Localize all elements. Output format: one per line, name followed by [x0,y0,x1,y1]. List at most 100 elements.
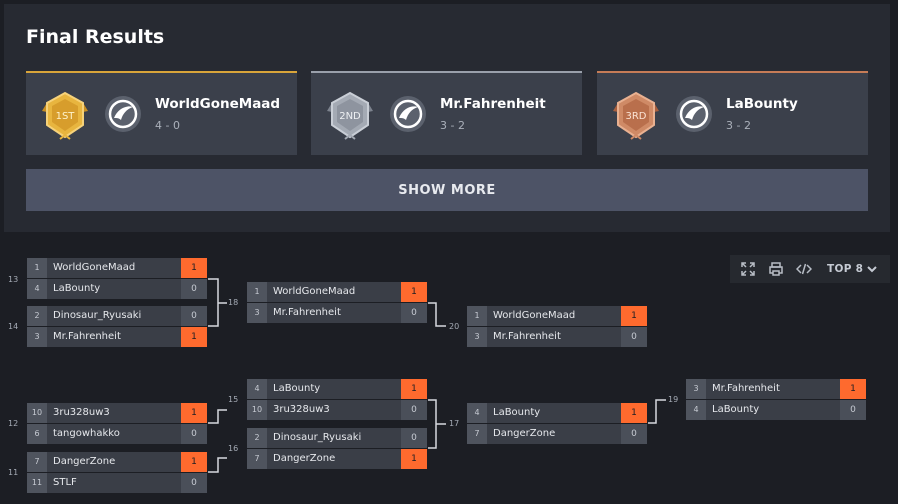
player-name: DangerZone [273,453,336,464]
bracket-match[interactable]: 3 Mr.Fahrenheit 1 4 LaBounty 0 [686,379,866,420]
match-player-row[interactable]: 6 tangowhakko 0 [27,424,207,444]
bracket-match[interactable]: 2 Dinosaur_Ryusaki 0 7 DangerZone 1 [247,428,427,469]
medal-label: 2ND [339,111,361,122]
match-number: 19 [668,395,679,404]
bracket-match[interactable]: 4 LaBounty 1 10 3ru328uw3 0 [247,379,427,420]
seed-number: 7 [247,449,267,469]
match-player-row[interactable]: 1 WorldGoneMaad 1 [27,258,207,278]
player-name: WorldGoneMaad [53,262,136,273]
placement-card-first[interactable]: 1ST WorldGoneMaad 4 - 0 [26,71,297,155]
seed-number: 7 [467,424,487,444]
match-player-row[interactable]: 2 Dinosaur_Ryusaki 0 [247,428,427,448]
player-score: 1 [401,282,427,302]
placement-card-second[interactable]: 2ND Mr.Fahrenheit 3 - 2 [311,71,582,155]
print-icon[interactable] [768,261,784,277]
player-name: Mr.Fahrenheit [493,331,561,342]
match-player-row[interactable]: 3 Mr.Fahrenheit 1 [686,379,866,399]
expand-icon[interactable] [740,261,756,277]
player-score: 0 [181,279,207,299]
match-player-row[interactable]: 4 LaBounty 0 [27,279,207,299]
placement-name[interactable]: WorldGoneMaad [155,96,281,112]
player-name: LaBounty [53,283,101,294]
match-player-row[interactable]: 1 WorldGoneMaad 1 [467,306,647,326]
player-score: 0 [401,428,427,448]
bracket-match[interactable]: 10 3ru328uw3 1 6 tangowhakko 0 [27,403,207,444]
match-player-row[interactable]: 10 3ru328uw3 1 [27,403,207,423]
match-player-row[interactable]: 4 LaBounty 1 [467,403,647,423]
team-logo-icon [105,96,141,132]
placement-score: 4 - 0 [155,119,180,132]
match-number: 13 [8,275,19,284]
bracket-match[interactable]: 7 DangerZone 1 11 STLF 0 [27,452,207,493]
match-player-row[interactable]: 7 DangerZone 0 [467,424,647,444]
match-player-row[interactable]: 3 Mr.Fahrenheit 1 [27,327,207,347]
player-name: tangowhakko [53,428,120,439]
match-number: 12 [8,419,19,428]
team-logo-icon [676,96,712,132]
bracket-match[interactable]: 2 Dinosaur_Ryusaki 0 3 Mr.Fahrenheit 1 [27,306,207,347]
card-accent-bar [311,71,582,73]
player-name: WorldGoneMaad [273,286,356,297]
card-accent-bar [26,71,297,73]
match-player-row[interactable]: 4 LaBounty 0 [686,400,866,420]
bracket-match[interactable]: 4 LaBounty 1 7 DangerZone 0 [467,403,647,444]
bracket-match[interactable]: 1 WorldGoneMaad 1 3 Mr.Fahrenheit 0 [247,282,427,323]
seed-number: 4 [247,379,267,399]
player-score: 0 [840,400,866,420]
seed-number: 2 [27,306,47,326]
chevron-down-icon[interactable] [866,263,878,275]
player-score: 0 [621,327,647,347]
placement-score: 3 - 2 [726,119,751,132]
match-player-row[interactable]: 3 Mr.Fahrenheit 0 [247,303,427,323]
player-name: DangerZone [493,428,556,439]
bracket-match[interactable]: 1 WorldGoneMaad 1 4 LaBounty 0 [27,258,207,299]
seed-number: 3 [247,303,267,323]
show-more-button[interactable]: SHOW MORE [26,169,868,211]
player-score: 0 [621,424,647,444]
card-accent-bar [597,71,868,73]
seed-number: 7 [27,452,47,472]
player-score: 1 [401,449,427,469]
medal-label: 3RD [625,111,646,122]
player-score: 0 [181,306,207,326]
player-score: 1 [181,403,207,423]
match-player-row[interactable]: 1 WorldGoneMaad 1 [247,282,427,302]
player-score: 1 [181,452,207,472]
seed-number: 3 [467,327,487,347]
player-name: 3ru328uw3 [273,404,330,415]
match-player-row[interactable]: 4 LaBounty 1 [247,379,427,399]
match-player-row[interactable]: 10 3ru328uw3 0 [247,400,427,420]
silver-medal-icon: 2ND [323,89,377,143]
player-score: 0 [401,303,427,323]
match-number: 20 [449,322,460,331]
bronze-medal-icon: 3RD [609,89,663,143]
match-number: 15 [228,395,239,404]
seed-number: 1 [467,306,487,326]
player-name: 3ru328uw3 [53,407,110,418]
player-name: DangerZone [53,456,116,467]
bracket-toolbar: TOP 8 [730,255,890,283]
medal-label: 1ST [56,111,76,122]
match-number: 16 [228,444,239,453]
placement-name[interactable]: LaBounty [726,96,798,112]
bracket-match[interactable]: 1 WorldGoneMaad 1 3 Mr.Fahrenheit 0 [467,306,647,347]
seed-number: 4 [686,400,706,420]
placement-card-third[interactable]: 3RD LaBounty 3 - 2 [597,71,868,155]
player-score: 0 [401,400,427,420]
player-score: 1 [621,403,647,423]
match-number: 11 [8,468,19,477]
panel-title: Final Results [26,26,165,48]
view-selector-label[interactable]: TOP 8 [827,263,864,275]
placement-score: 3 - 2 [440,119,465,132]
match-player-row[interactable]: 2 Dinosaur_Ryusaki 0 [27,306,207,326]
match-player-row[interactable]: 11 STLF 0 [27,473,207,493]
match-player-row[interactable]: 7 DangerZone 1 [247,449,427,469]
match-number: 14 [8,322,19,331]
placement-name[interactable]: Mr.Fahrenheit [440,96,546,112]
player-score: 1 [181,327,207,347]
match-player-row[interactable]: 7 DangerZone 1 [27,452,207,472]
player-name: LaBounty [493,407,541,418]
embed-code-icon[interactable] [796,261,812,277]
match-number: 17 [449,419,460,428]
match-player-row[interactable]: 3 Mr.Fahrenheit 0 [467,327,647,347]
